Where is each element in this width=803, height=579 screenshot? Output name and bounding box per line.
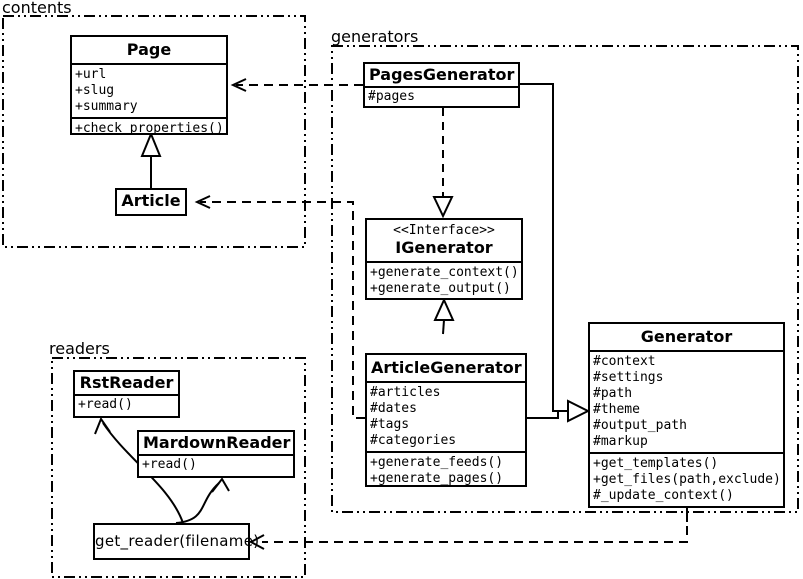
edge-getreader-to-markdownreader <box>175 477 230 524</box>
class-title-rstreader: RstReader <box>79 373 174 392</box>
edge-articlegenerator-depends-article <box>194 195 365 419</box>
attr-row: #output_path <box>593 418 687 433</box>
class-title-generator: Generator <box>640 327 733 346</box>
attributes-section: #context #settings #path #theme #output_… <box>590 350 783 452</box>
edge-pagesgenerator-realizes-igenerator <box>432 108 454 219</box>
methods-section: +check_properties() <box>72 117 226 135</box>
attr-row: #markup <box>593 434 648 449</box>
attributes-section: #pages <box>365 86 518 106</box>
method-row: +generate_context() <box>370 265 519 280</box>
attr-row: #tags <box>370 417 410 432</box>
method-row: +generate_output() <box>370 281 511 296</box>
edge-article-inherits-page <box>140 131 162 188</box>
class-box-page: Page +url +slug +summary +check_properti… <box>70 35 228 135</box>
attr-row: #path <box>593 386 633 401</box>
method-row: +generate_pages() <box>370 471 504 486</box>
class-title-page: Page <box>126 40 172 59</box>
attr-row: #settings <box>593 370 664 385</box>
class-box-pagesgenerator: PagesGenerator #pages <box>363 62 520 108</box>
methods-section: +get_templates() +get_files(path,exclude… <box>590 452 783 506</box>
class-box-generator: Generator #context #settings #path #them… <box>588 322 785 508</box>
attr-row: #pages <box>368 89 415 104</box>
attr-row: +summary <box>75 99 138 114</box>
package-border-generators <box>331 45 799 513</box>
methods-section: +generate_feeds() +generate_pages() <box>367 451 525 486</box>
attr-row: #theme <box>593 402 640 417</box>
package-label-contents: contents <box>2 0 72 17</box>
method-row: +get_templates() <box>593 456 719 471</box>
package-border-readers <box>51 357 306 578</box>
class-box-markdownreader: MardownReader +read() <box>137 430 295 478</box>
edge-articlegenerator-realizes-igenerator <box>433 297 455 335</box>
edge-generators-inherit-generator <box>520 83 591 423</box>
class-title-articlegenerator: ArticleGenerator <box>371 358 522 377</box>
attr-row: #articles <box>370 385 441 400</box>
class-box-rstreader: RstReader +read() <box>73 370 180 418</box>
package-border-contents <box>2 15 306 248</box>
class-box-articlegenerator: ArticleGenerator #articles #dates #tags … <box>365 353 527 487</box>
class-title-article: Article <box>121 191 181 210</box>
class-title-pagesgenerator: PagesGenerator <box>369 65 515 84</box>
method-row: +check_properties() <box>75 121 224 135</box>
package-label-generators: generators <box>331 27 419 46</box>
method-row: +get_files(path,exclude) <box>593 472 781 487</box>
method-row: #_update_context() <box>593 488 734 503</box>
attr-row: #dates <box>370 401 417 416</box>
class-title-igenerator: IGenerator <box>395 238 493 257</box>
method-row: +read() <box>142 457 197 472</box>
edge-generator-depends-getreader <box>248 503 688 550</box>
method-row: +generate_feeds() <box>370 455 504 470</box>
class-box-igenerator: <<Interface>> IGenerator +generate_conte… <box>365 218 523 300</box>
methods-section: +read() <box>75 394 178 414</box>
attr-row: +url <box>75 67 107 82</box>
methods-section: +generate_context() +generate_output() <box>367 261 521 298</box>
method-row: +read() <box>78 397 133 412</box>
attr-row: #context <box>593 354 656 369</box>
attr-row: +slug <box>75 83 115 98</box>
edge-pagesgenerator-depends-page <box>230 78 363 92</box>
class-stereotype-igenerator: <<Interface>> <box>393 223 495 238</box>
class-box-article: Article <box>115 188 187 216</box>
function-box-get-reader: get_reader(filename) <box>93 523 259 560</box>
class-title-markdownreader: MardownReader <box>143 433 291 452</box>
attributes-section: +url +slug +summary <box>72 63 226 117</box>
attr-row: #categories <box>370 433 457 448</box>
attributes-section: #articles #dates #tags #categories <box>367 381 525 451</box>
methods-section: +read() <box>139 454 293 474</box>
package-label-readers: readers <box>49 339 110 358</box>
